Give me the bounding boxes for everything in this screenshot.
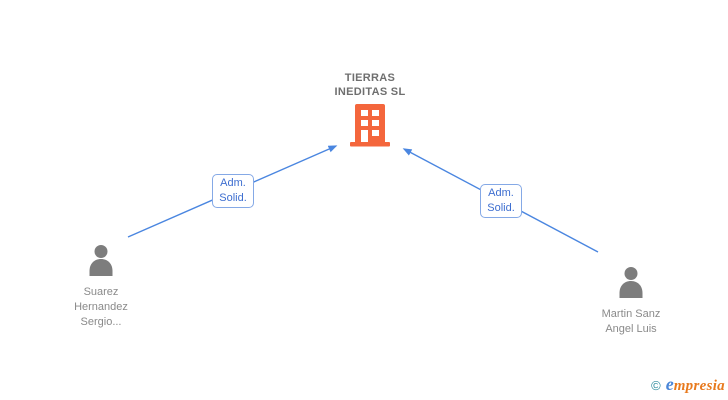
brand-rest: mpresia [673, 378, 725, 394]
company-name-line2: INEDITAS SL [334, 86, 406, 98]
person-name-line1: Martin Sanz [601, 308, 661, 320]
person-node-suarez[interactable]: Suarez Hernandez Sergio... [53, 244, 149, 330]
person-name-line2: Angel Luis [605, 323, 657, 335]
edge-label-line2: Solid. [219, 192, 247, 204]
edge-label-line1: Adm. [488, 187, 514, 199]
company-name: TIERRAS INEDITAS SL [298, 71, 442, 99]
edge-label-line2: Solid. [487, 202, 515, 214]
person-name: Martin Sanz Angel Luis [583, 307, 679, 337]
edge-label-line1: Adm. [220, 177, 246, 189]
person-name-line2: Hernandez [74, 301, 128, 313]
empresia-logo[interactable]: © e mpresia [651, 375, 725, 395]
edge-label-right[interactable]: Adm. Solid. [480, 184, 522, 218]
brand-initial: e [665, 374, 674, 394]
person-name-line3: Sergio... [80, 316, 122, 328]
edge-label-left[interactable]: Adm. Solid. [212, 174, 254, 208]
company-node[interactable]: TIERRAS INEDITAS SL [298, 71, 442, 148]
company-name-line1: TIERRAS [344, 72, 396, 84]
building-icon[interactable] [298, 102, 442, 148]
person-icon [616, 267, 646, 302]
copyright-icon: © [651, 378, 661, 393]
person-name: Suarez Hernandez Sergio... [53, 285, 149, 330]
person-node-martin[interactable]: Martin Sanz Angel Luis [583, 266, 679, 337]
person-icon [86, 245, 116, 280]
person-name-line1: Suarez [83, 286, 119, 298]
